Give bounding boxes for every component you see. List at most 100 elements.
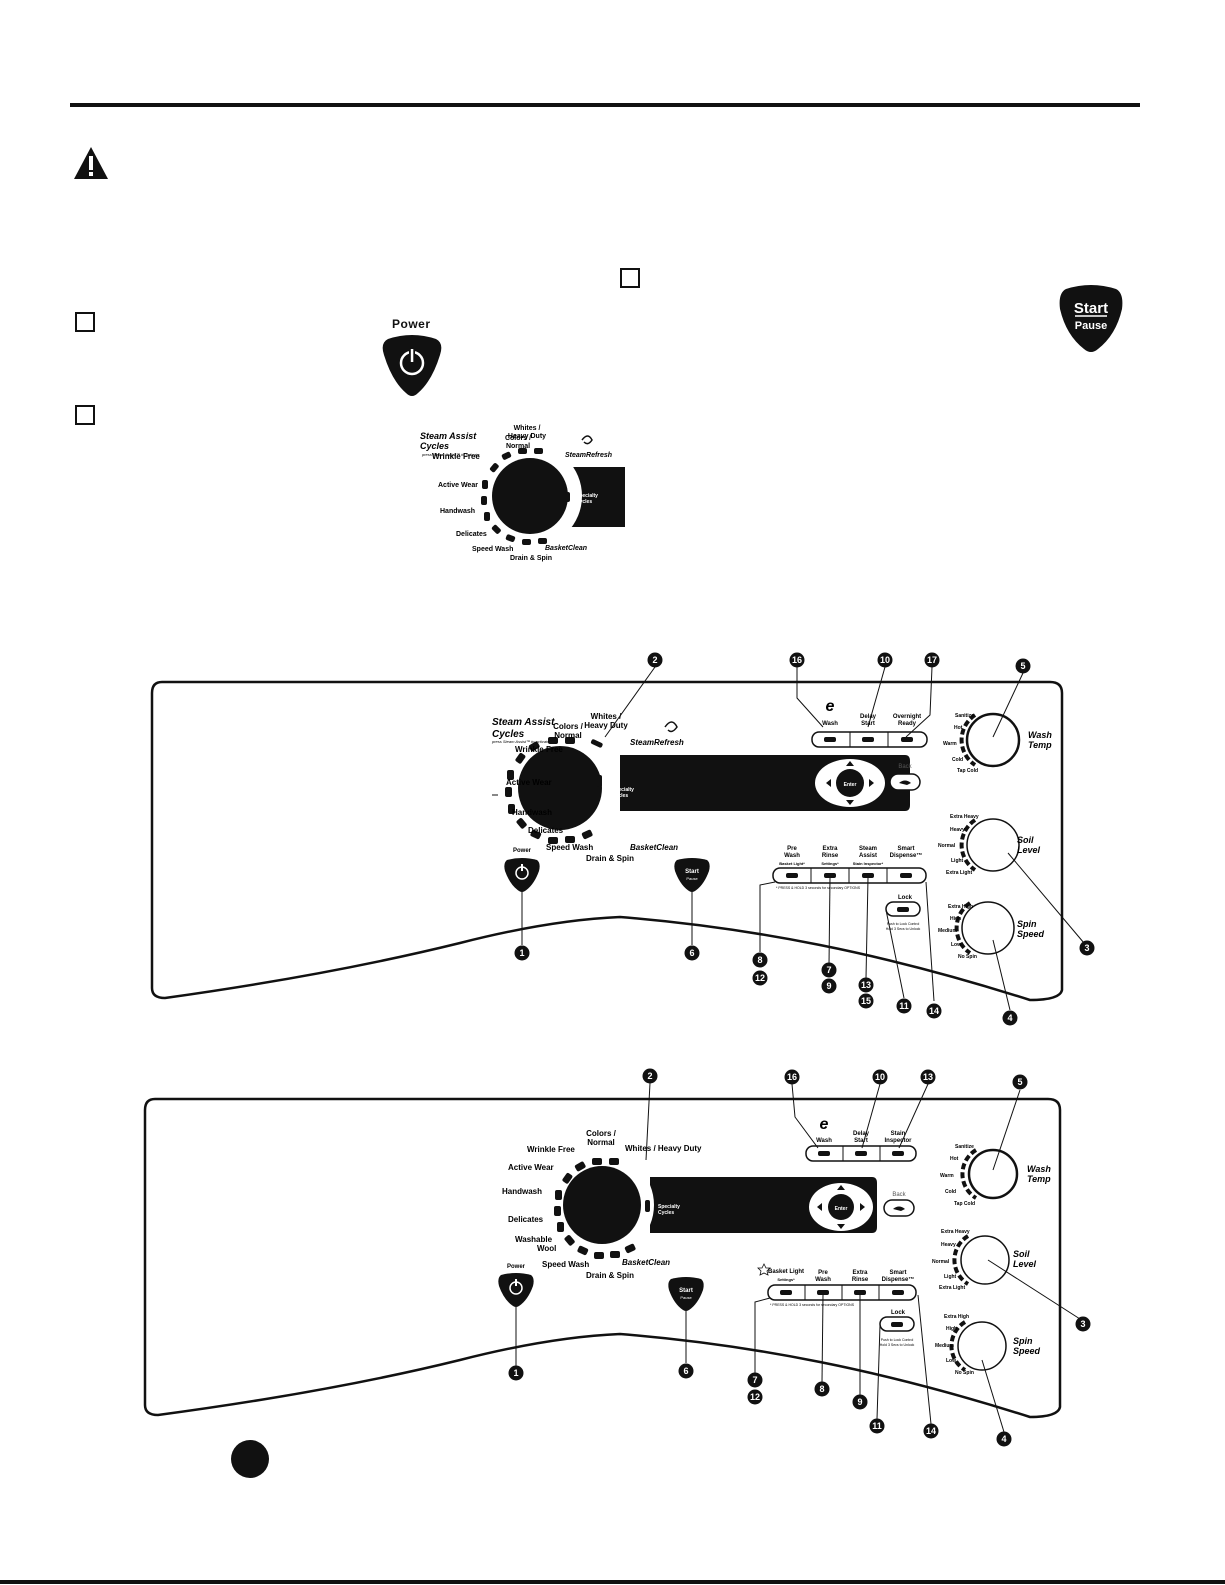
overnight-ready-button[interactable] xyxy=(901,737,913,742)
note-bullet xyxy=(231,1440,269,1478)
stain-inspector-button[interactable] xyxy=(892,1151,904,1156)
smart-dispense-button[interactable] xyxy=(892,1290,904,1295)
step-checkbox-1[interactable] xyxy=(75,312,95,332)
svg-text:Spin: Spin xyxy=(1013,1336,1033,1346)
svg-text:Normal: Normal xyxy=(554,731,582,740)
svg-text:Warm: Warm xyxy=(940,1173,954,1179)
svg-text:13: 13 xyxy=(861,980,871,990)
steam-refresh-icon xyxy=(581,435,593,445)
svg-text:Cycles: Cycles xyxy=(420,441,449,451)
panel2-power-button[interactable] xyxy=(498,1273,534,1307)
callout-6 xyxy=(684,945,700,961)
svg-text:Colors /: Colors / xyxy=(505,435,531,442)
panel1-start-button[interactable] xyxy=(674,858,710,892)
svg-text:SteamRefresh: SteamRefresh xyxy=(565,452,612,459)
svg-text:16: 16 xyxy=(787,1072,797,1082)
svg-text:14: 14 xyxy=(929,1006,939,1016)
svg-text:Delay: Delay xyxy=(860,714,877,720)
start-label: Start xyxy=(1074,300,1108,317)
basket-light-icon xyxy=(757,1263,771,1276)
svg-text:Stain: Stain xyxy=(891,1131,906,1137)
svg-text:Delicates: Delicates xyxy=(528,826,564,835)
prewash-button[interactable] xyxy=(817,1290,829,1295)
svg-text:10: 10 xyxy=(875,1072,885,1082)
svg-text:2: 2 xyxy=(647,1071,652,1081)
svg-text:Soil: Soil xyxy=(1013,1249,1030,1259)
smart-dispense-button[interactable] xyxy=(900,873,912,878)
power-button[interactable] xyxy=(380,333,444,399)
svg-text:Colors /: Colors / xyxy=(586,1129,617,1138)
extra-rinse-button[interactable] xyxy=(824,873,836,878)
svg-text:Tap Cold: Tap Cold xyxy=(954,1201,975,1207)
panel1-power-button[interactable] xyxy=(504,858,540,892)
callout-1 xyxy=(508,1365,524,1381)
svg-text:Dispense™: Dispense™ xyxy=(890,852,923,859)
steam-assist-button[interactable] xyxy=(862,873,874,878)
svg-text:BasketClean: BasketClean xyxy=(622,1258,670,1267)
callout-12 xyxy=(752,970,768,986)
basket-light-button[interactable] xyxy=(780,1290,792,1295)
callout-17 xyxy=(924,652,940,668)
ewash-button[interactable] xyxy=(824,737,836,742)
svg-text:Smart: Smart xyxy=(889,1270,906,1276)
svg-text:Normal: Normal xyxy=(506,443,530,450)
callout-7 xyxy=(747,1372,763,1388)
e-icon: e xyxy=(826,698,835,715)
callout-4 xyxy=(1002,1010,1018,1026)
svg-text:Pause: Pause xyxy=(686,876,698,881)
svg-text:Delicates: Delicates xyxy=(508,1215,544,1224)
callout-5 xyxy=(1015,658,1031,674)
up-arrow-icon xyxy=(846,761,854,766)
svg-text:Pre: Pre xyxy=(818,1270,828,1276)
svg-text:8: 8 xyxy=(757,955,762,965)
header-rule xyxy=(70,103,1140,107)
svg-text:Enter: Enter xyxy=(835,1206,848,1212)
delay-start-button[interactable] xyxy=(855,1151,867,1156)
svg-text:Basket Light: Basket Light xyxy=(768,1269,804,1275)
svg-text:Sanitize: Sanitize xyxy=(955,713,974,719)
svg-text:12: 12 xyxy=(750,1392,760,1402)
svg-text:Wash: Wash xyxy=(784,853,800,859)
delay-start-button[interactable] xyxy=(862,737,874,742)
svg-text:Cycles: Cycles xyxy=(492,729,525,740)
svg-text:Handwash: Handwash xyxy=(440,508,475,515)
callout-11 xyxy=(896,998,912,1014)
svg-text:Normal: Normal xyxy=(932,1259,950,1265)
svg-text:Dispense™: Dispense™ xyxy=(882,1276,915,1283)
svg-text:High: High xyxy=(946,1326,957,1332)
svg-text:Sanitize: Sanitize xyxy=(955,1144,974,1150)
callout-6 xyxy=(678,1363,694,1379)
step-checkbox-2[interactable] xyxy=(75,405,95,425)
svg-text:Extra High: Extra High xyxy=(944,1314,969,1320)
svg-text:Start: Start xyxy=(861,721,875,727)
start-pause-button[interactable]: Start Pause xyxy=(1056,283,1126,355)
svg-text:11: 11 xyxy=(899,1001,909,1011)
svg-text:Drain & Spin: Drain & Spin xyxy=(586,1271,634,1280)
callout-8 xyxy=(814,1381,830,1397)
step-checkbox-3[interactable] xyxy=(620,268,640,288)
right-arrow-icon xyxy=(869,779,874,787)
ewash-button[interactable] xyxy=(818,1151,830,1156)
svg-text:Cycles: Cycles xyxy=(576,499,592,505)
svg-text:Heavy Duty: Heavy Duty xyxy=(584,721,628,730)
callout-8 xyxy=(752,952,768,968)
svg-text:Speed Wash: Speed Wash xyxy=(472,546,513,553)
svg-text:Wash: Wash xyxy=(815,1277,831,1283)
svg-text:Active Wear: Active Wear xyxy=(506,778,552,787)
svg-text:15: 15 xyxy=(861,996,871,1006)
svg-text:Colors /: Colors / xyxy=(553,722,584,731)
extra-rinse-button[interactable] xyxy=(854,1290,866,1295)
svg-text:Start: Start xyxy=(685,869,699,875)
svg-text:Extra Light: Extra Light xyxy=(939,1285,965,1291)
svg-text:Warm: Warm xyxy=(943,741,957,747)
callout-14 xyxy=(923,1423,939,1439)
callout-10 xyxy=(877,652,893,668)
svg-text:Wash: Wash xyxy=(1028,730,1052,740)
svg-text:Speed Wash: Speed Wash xyxy=(546,843,593,852)
svg-text:Overnight: Overnight xyxy=(893,714,921,720)
prewash-button[interactable] xyxy=(786,873,798,878)
svg-text:8: 8 xyxy=(819,1384,824,1394)
svg-text:Extra: Extra xyxy=(852,1270,868,1276)
panel2-start-button[interactable] xyxy=(668,1277,704,1311)
svg-text:3: 3 xyxy=(1080,1319,1085,1329)
